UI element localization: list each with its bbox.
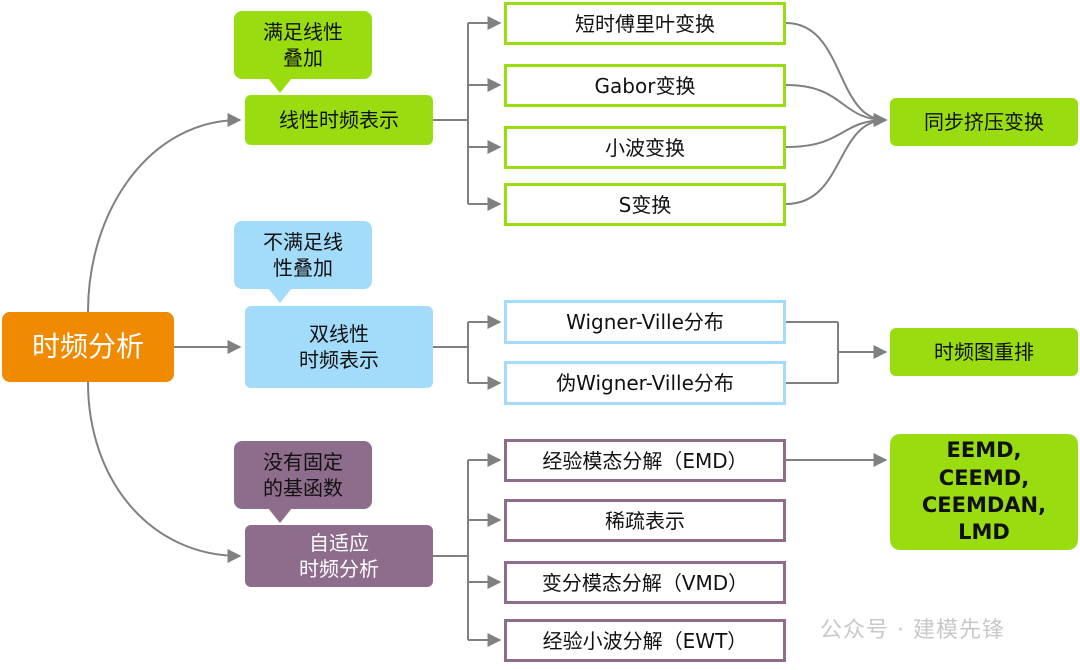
method-wigner-ville: Wigner-Ville分布 bbox=[504, 300, 786, 344]
method-wavelet: 小波变换 bbox=[504, 126, 786, 169]
edge-m2-ext1 bbox=[785, 84, 888, 127]
edge-m1-ext1 bbox=[785, 22, 888, 127]
method-sparse: 稀疏表示 bbox=[504, 499, 786, 542]
callout-adaptive: 没有固定 的基函数 bbox=[234, 441, 372, 523]
edge-m4-ext1 bbox=[785, 113, 888, 205]
method-gabor: Gabor变换 bbox=[504, 64, 786, 107]
category-linear: 线性时频表示 bbox=[245, 95, 433, 145]
edge-root-adaptive bbox=[87, 381, 242, 563]
method-ewt: 经验小波分解（EWT） bbox=[504, 619, 786, 662]
edge-m3-ext1 bbox=[785, 113, 888, 148]
edge-root-linear bbox=[87, 113, 242, 313]
method-vmd: 变分模态分解（VMD） bbox=[504, 561, 786, 604]
callout-linear: 满足线性 叠加 bbox=[234, 11, 372, 93]
method-s-transform: S变换 bbox=[504, 183, 786, 226]
ext-emd-variants: EEMD, CEEMD, CEEMDAN, LMD bbox=[890, 434, 1078, 550]
edge-bilinear-trunk bbox=[433, 322, 469, 383]
edge-adaptive-trunk bbox=[433, 460, 469, 640]
edge-linear-trunk bbox=[433, 23, 469, 204]
method-emd: 经验模态分解（EMD） bbox=[504, 439, 786, 482]
edge-m5m6-ext2 bbox=[786, 321, 886, 384]
watermark: 公众号 · 建模先锋 bbox=[820, 618, 1005, 643]
category-bilinear: 双线性 时频表示 bbox=[245, 306, 433, 388]
method-stft: 短时傅里叶变换 bbox=[504, 2, 786, 45]
callout-bilinear: 不满足线 性叠加 bbox=[234, 221, 372, 303]
root-node: 时频分析 bbox=[2, 312, 174, 382]
ext-synchrosqueezing: 同步挤压变换 bbox=[890, 98, 1078, 146]
category-adaptive: 自适应 时频分析 bbox=[245, 525, 433, 587]
method-pseudo-wigner-ville: 伪Wigner-Ville分布 bbox=[504, 361, 786, 405]
ext-reassignment: 时频图重排 bbox=[890, 328, 1078, 376]
